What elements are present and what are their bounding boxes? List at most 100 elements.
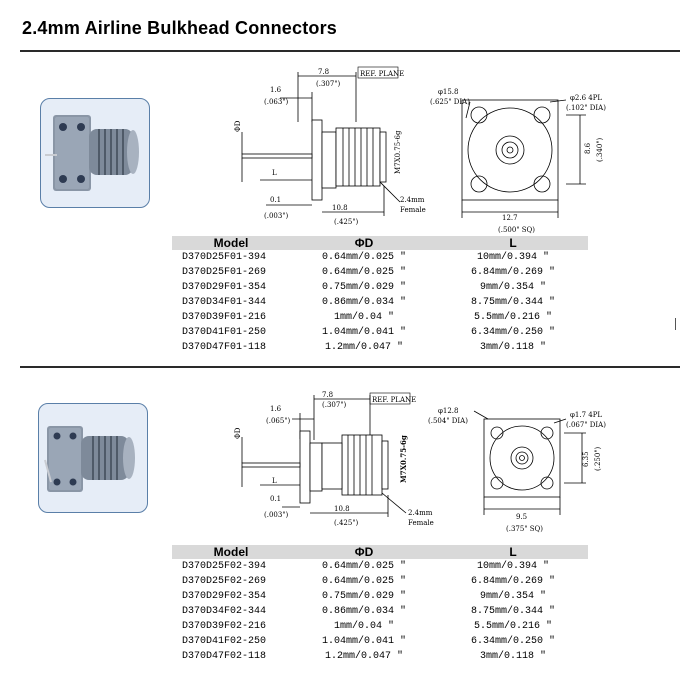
dim-425: (.425")	[334, 519, 359, 527]
cell-l: 10mm/0.394 "	[476, 252, 549, 263]
dim-0-1: 0.1	[270, 495, 281, 503]
cell-phi-d: 0.75mm/0.029 "	[321, 591, 406, 602]
cell-phi-d: 1mm/0.04 "	[333, 621, 394, 632]
table-row: D370D25F02-394 0.64mm/0.025 " 10mm/0.394 "	[172, 559, 588, 574]
dim-307: (.307")	[316, 80, 341, 88]
dim-1-6: 1.6	[270, 86, 282, 94]
cell-model: D370D25F01-269	[182, 267, 267, 278]
thread-label: M7X0.75-6g	[399, 435, 408, 483]
cell-model: D370D25F02-394	[182, 561, 267, 572]
cell-model: D370D47F02-118	[182, 651, 267, 662]
cell-l: 10mm/0.394 "	[476, 561, 549, 572]
dim-063: (.065")	[266, 417, 291, 425]
ref-plane-label: REF. PLANE	[360, 70, 404, 78]
flange-sq-in: (.500" SQ)	[498, 226, 535, 234]
connector-photo-icon	[44, 426, 135, 492]
table-row: D370D39F02-216 1mm/0.04 " 5.5mm/0.216 "	[172, 619, 588, 634]
cell-l: 6.34mm/0.250 "	[470, 636, 555, 647]
cell-l: 8.75mm/0.344 "	[470, 297, 555, 308]
hole-dia: φ2.6 4PL	[570, 94, 602, 102]
cell-model: D370D34F02-344	[182, 606, 267, 617]
hole-dia-in: (.067" DIA)	[566, 421, 606, 429]
dim-0-1: 0.1	[270, 196, 281, 204]
cell-model: D370D29F01-354	[182, 282, 267, 293]
dim-003: (.003")	[264, 212, 289, 220]
table-row: D370D25F02-269 0.64mm/0.025 " 6.84mm/0.269…	[172, 574, 588, 589]
hole-dia-in: (.102" DIA)	[566, 104, 606, 112]
cell-phi-d: 0.64mm/0.025 "	[321, 576, 406, 587]
cell-model: D370D39F02-216	[182, 621, 267, 632]
bore-type: Female	[400, 206, 426, 214]
hole-dia: φ1.7 4PL	[570, 411, 602, 419]
cell-model: D370D41F01-250	[182, 327, 267, 338]
margin-tick	[675, 318, 676, 330]
cell-phi-d: 0.75mm/0.029 "	[321, 282, 406, 293]
cell-model: D370D29F02-354	[182, 591, 267, 602]
hole-spacing-in: (.340")	[596, 137, 604, 162]
hole-spacing: 8.6	[584, 142, 592, 154]
table-row: D370D41F02-250 1.04mm/0.041 " 6.34mm/0.250…	[172, 634, 588, 649]
table-header-row: Model ΦD L	[172, 545, 588, 559]
dim-7-8: 7.8	[318, 68, 329, 76]
header-phi-d: ΦD	[290, 545, 438, 559]
cell-phi-d: 1.04mm/0.041 "	[321, 327, 406, 338]
bore-mm: 2.4mm	[408, 509, 433, 517]
section-divider	[20, 366, 680, 368]
cell-phi-d: 1mm/0.04 "	[333, 312, 394, 323]
table-row: D370D29F01-354 0.75mm/0.029 " 9mm/0.354 "	[172, 280, 588, 295]
cell-phi-d: 1.04mm/0.041 "	[321, 636, 406, 647]
header-model: Model	[172, 236, 290, 250]
cell-phi-d: 0.64mm/0.025 "	[321, 561, 406, 572]
cell-phi-d: 0.64mm/0.025 "	[321, 252, 406, 263]
phi-d-label: ΦD	[234, 427, 242, 439]
hole-spacing: 6.35	[582, 451, 590, 467]
dim-307: (.307")	[322, 401, 347, 409]
flange-dia-in: (.504" DIA)	[428, 417, 468, 425]
cell-l: 5.5mm/0.216 "	[473, 621, 552, 632]
l-label: L	[272, 477, 277, 485]
cell-l: 6.84mm/0.269 "	[470, 267, 555, 278]
cell-model: D370D41F02-250	[182, 636, 267, 647]
cell-phi-d: 1.2mm/0.047 "	[324, 342, 403, 353]
dim-10-8: 10.8	[332, 204, 348, 212]
cell-phi-d: 0.86mm/0.034 "	[321, 606, 406, 617]
header-l: L	[438, 236, 588, 250]
dimension-drawing-2: 7.8 (.307") REF. PLANE 1.6 (.065") ΦD L …	[234, 391, 606, 533]
cell-l: 6.84mm/0.269 "	[470, 576, 555, 587]
hole-spacing-in: (.250")	[594, 446, 602, 471]
phi-d-label: ΦD	[234, 120, 242, 132]
header-phi-d: ΦD	[290, 236, 438, 250]
flange-dia: φ15.8	[438, 88, 459, 96]
dim-7-8: 7.8	[322, 391, 333, 399]
cell-l: 9mm/0.354 "	[479, 282, 546, 293]
bore-type: Female	[408, 519, 434, 527]
cell-model: D370D47F01-118	[182, 342, 267, 353]
header-model: Model	[172, 545, 290, 559]
dim-1-6: 1.6	[270, 405, 282, 413]
connector-photo-1	[40, 98, 150, 208]
flange-sq: 12.7	[502, 214, 518, 222]
cell-model: D370D25F02-269	[182, 576, 267, 587]
flange-sq-in: (.375" SQ)	[506, 525, 543, 533]
top-rule	[20, 50, 680, 52]
thread-label: M7X0.75-6g	[394, 130, 402, 174]
dimension-drawing-1: 7.8 (.307") REF. PLANE 1.6 (.063") ΦD L …	[234, 66, 606, 234]
flange-dia: φ12.8	[438, 407, 459, 415]
l-label: L	[272, 169, 277, 177]
dim-10-8: 10.8	[334, 505, 350, 513]
cell-model: D370D39F01-216	[182, 312, 267, 323]
cell-l: 3mm/0.118 "	[479, 651, 546, 662]
header-l: L	[438, 545, 588, 559]
cell-phi-d: 0.86mm/0.034 "	[321, 297, 406, 308]
flange-dia-in: (.625" DIA)	[430, 98, 470, 106]
table-header-row: Model ΦD L	[172, 236, 588, 250]
